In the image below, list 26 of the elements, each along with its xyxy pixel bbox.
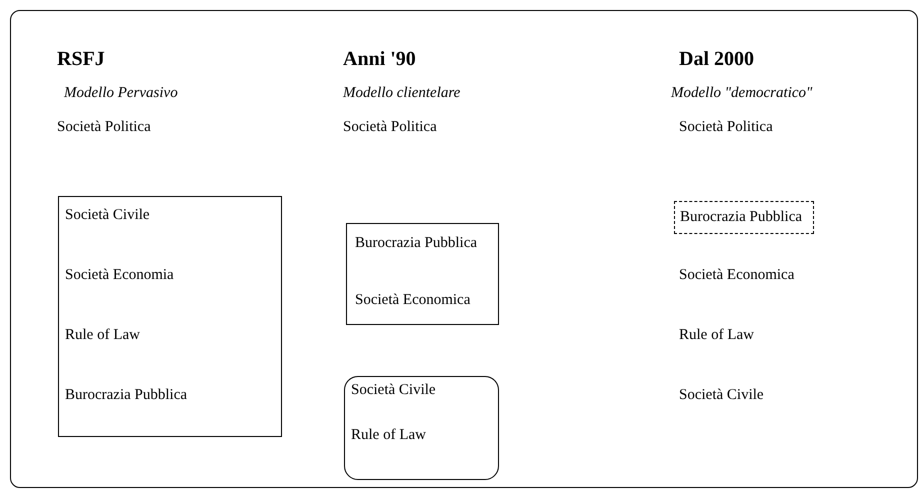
term-label: Società Politica — [343, 118, 437, 137]
model-subtitle: Modello "democratico" — [671, 84, 812, 103]
term-label: Burocrazia Pubblica — [65, 386, 188, 404]
grouping-box — [674, 201, 814, 234]
term-label: Società Politica — [679, 118, 773, 137]
term-label: Burocrazia Pubblica — [680, 208, 802, 226]
grouping-box — [58, 196, 282, 437]
column-heading: RSFJ — [57, 47, 105, 71]
grouping-box — [344, 376, 499, 480]
term-label: Società Economia — [65, 266, 174, 284]
column-heading: Dal 2000 — [679, 47, 754, 71]
term-label: Burocrazia Pubblica — [355, 234, 478, 252]
term-label: Rule of Law — [679, 326, 754, 345]
model-subtitle: Modello clientelare — [343, 84, 460, 103]
term-label: Società Economica — [679, 266, 794, 285]
term-label: Rule of Law — [65, 326, 140, 344]
term-label: Società Civile — [351, 381, 436, 399]
column-heading: Anni '90 — [343, 47, 416, 71]
term-label: Società Civile — [65, 206, 150, 224]
term-label: Società Economica — [355, 291, 470, 309]
term-label: Società Politica — [57, 118, 151, 137]
term-label: Società Civile — [679, 386, 764, 405]
diagram-frame — [10, 10, 918, 488]
term-label: Rule of Law — [351, 426, 426, 444]
grouping-box — [346, 223, 499, 325]
model-subtitle: Modello Pervasivo — [64, 84, 178, 103]
